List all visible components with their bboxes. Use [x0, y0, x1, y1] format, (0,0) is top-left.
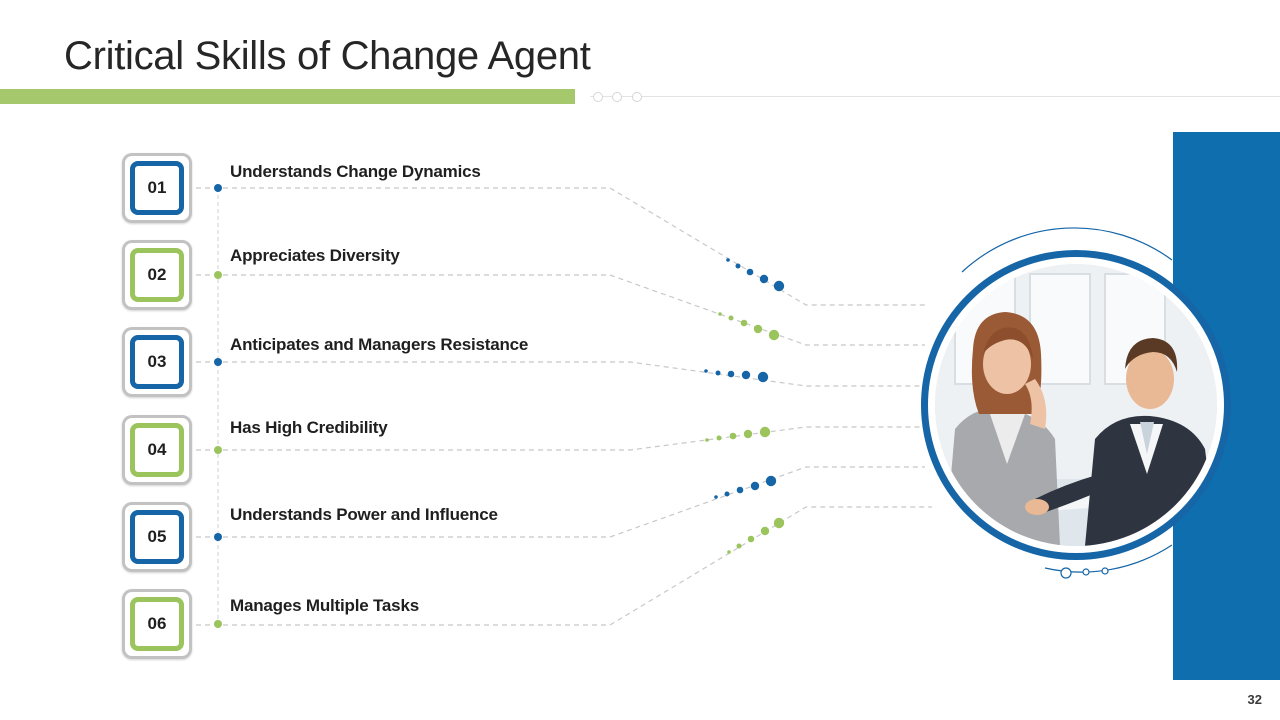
title-rule-line [590, 96, 1280, 97]
rule-dot-decoration [632, 92, 642, 102]
item-number: 05 [130, 510, 184, 564]
page-number: 32 [1247, 692, 1262, 707]
item-number: 01 [130, 161, 184, 215]
item-label-01: Understands Change Dynamics [230, 162, 481, 181]
node-dot-02 [214, 271, 222, 279]
item-number: 04 [130, 423, 184, 477]
arc-node-decoration [1101, 567, 1109, 575]
node-dot-05 [214, 533, 222, 541]
node-dot-01 [214, 184, 222, 192]
node-dot-06 [214, 620, 222, 628]
slide-title: Critical Skills of Change Agent [64, 34, 591, 78]
title-underline-bar [0, 89, 575, 104]
item-label-04: Has High Credibility [230, 418, 388, 437]
photo-frame [921, 250, 1231, 560]
item-number-box-04: 04 [122, 415, 192, 485]
item-label-03: Anticipates and Managers Resistance [230, 335, 529, 354]
item-number-box-03: 03 [122, 327, 192, 397]
item-label-06: Manages Multiple Tasks [230, 596, 419, 615]
dot-trail-05 [714, 475, 777, 499]
connector-line-06 [196, 506, 932, 626]
dot-trail-03 [704, 369, 769, 383]
node-dot-03 [214, 358, 222, 366]
dot-trail-01 [726, 258, 785, 292]
business-people-photo [935, 264, 1217, 546]
arc-node-decoration [1082, 568, 1090, 576]
item-number-box-05: 05 [122, 502, 192, 572]
item-label-05: Understands Power and Influence [230, 505, 498, 524]
rule-dot-decoration [593, 92, 603, 102]
arc-node-decoration [1060, 567, 1072, 579]
connector-line-02 [196, 274, 925, 346]
item-number-box-02: 02 [122, 240, 192, 310]
dot-trail-06 [727, 517, 785, 554]
item-number: 03 [130, 335, 184, 389]
node-dot-04 [214, 446, 222, 454]
dot-trail-02 [718, 312, 780, 341]
photo-outer-arc-top [961, 227, 1173, 273]
item-label-02: Appreciates Diversity [230, 246, 400, 265]
item-number: 02 [130, 248, 184, 302]
item-number-box-06: 06 [122, 589, 192, 659]
connector-line-05 [196, 466, 925, 538]
item-number: 06 [130, 597, 184, 651]
connector-line-01 [196, 187, 925, 306]
connector-line-03 [196, 361, 922, 387]
photo-outer-arc-bottom [1044, 544, 1173, 573]
photo-illustration [935, 264, 1217, 546]
rule-dot-decoration [612, 92, 622, 102]
dot-trail-04 [705, 426, 771, 442]
item-number-box-01: 01 [122, 153, 192, 223]
